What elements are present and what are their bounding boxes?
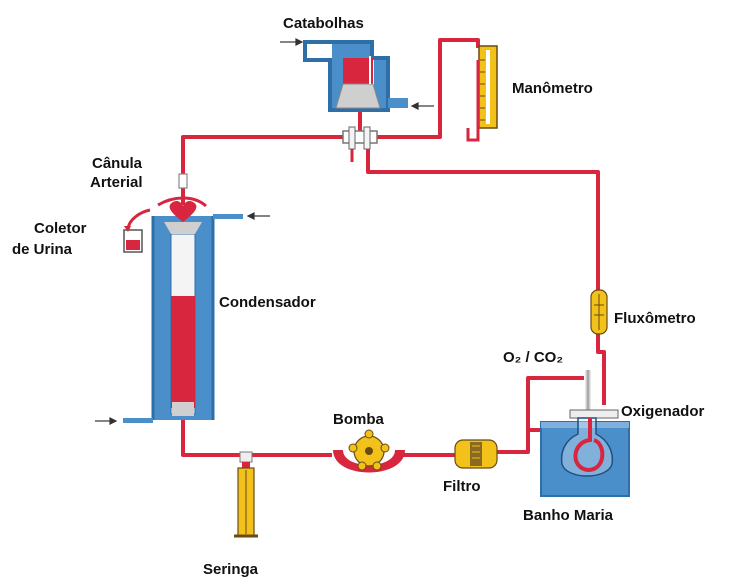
return-tube	[366, 145, 600, 292]
label-condensador: Condensador	[219, 294, 316, 311]
label-bomba: Bomba	[333, 411, 384, 428]
flux-oxy-tube	[596, 330, 606, 405]
label-manometro: Manômetro	[512, 80, 593, 97]
label-coletor-1: Coletor	[34, 220, 87, 237]
label-canula-1: Cânula	[92, 155, 143, 172]
stopcock-junction	[342, 126, 378, 162]
label-gases: O₂ / CO₂	[503, 349, 563, 366]
label-canula-2: Arterial	[90, 174, 143, 191]
label-catabolhas: Catabolhas	[283, 15, 364, 32]
label-fluxometro: Fluxômetro	[614, 310, 696, 327]
catabolhas	[280, 38, 434, 112]
urine-collector	[123, 196, 208, 253]
filter	[454, 439, 498, 469]
label-oxigenador: Oxigenador	[621, 403, 705, 420]
tubing	[181, 38, 606, 458]
arterial-tube	[181, 135, 350, 205]
pump-condenser-tube	[181, 420, 332, 457]
arterial-cannula	[178, 173, 188, 189]
oxygenator	[560, 370, 619, 477]
filter-oxy-tube	[496, 430, 530, 454]
condenser	[95, 200, 270, 425]
pump	[333, 429, 405, 473]
manometer	[466, 45, 498, 142]
label-seringa: Seringa	[203, 561, 259, 578]
manometer-tube	[375, 38, 480, 139]
flowmeter	[590, 289, 608, 335]
label-coletor-2: de Urina	[12, 241, 73, 258]
water-bath	[540, 421, 630, 497]
oxy-filter-tube	[526, 376, 584, 432]
label-banho-maria: Banho Maria	[523, 507, 614, 524]
syringe	[234, 451, 258, 538]
label-filtro: Filtro	[443, 478, 481, 495]
